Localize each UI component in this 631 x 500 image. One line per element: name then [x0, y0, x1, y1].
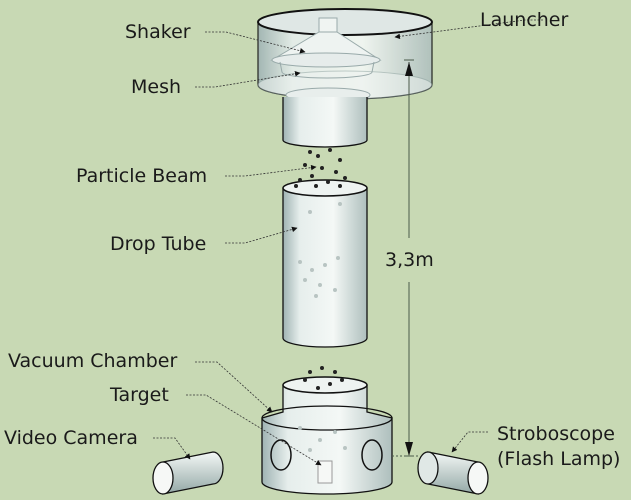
drop-tube — [282, 179, 368, 348]
label-target: Target — [110, 384, 169, 406]
vacuum-chamber — [261, 376, 393, 495]
label-particle-beam: Particle Beam — [76, 165, 208, 187]
label-flash-lamp: (Flash Lamp) — [497, 448, 621, 470]
launcher-neck — [282, 97, 368, 148]
particle-beam — [294, 148, 347, 390]
stroboscope — [417, 451, 489, 495]
label-mesh: Mesh — [131, 76, 182, 98]
leader-lines — [153, 19, 543, 466]
label-height: 3,3m — [385, 249, 434, 271]
label-launcher: Launcher — [480, 9, 569, 31]
video-camera — [152, 451, 224, 495]
height-dimension — [392, 59, 420, 457]
falling-particles — [298, 202, 347, 452]
label-video-camera: Video Camera — [4, 427, 138, 449]
target — [317, 460, 333, 484]
shaker — [270, 17, 382, 79]
label-vacuum-chamber: Vacuum Chamber — [8, 350, 178, 372]
label-drop-tube: Drop Tube — [110, 233, 207, 255]
label-shaker: Shaker — [125, 21, 191, 43]
label-stroboscope: Stroboscope — [497, 423, 615, 445]
